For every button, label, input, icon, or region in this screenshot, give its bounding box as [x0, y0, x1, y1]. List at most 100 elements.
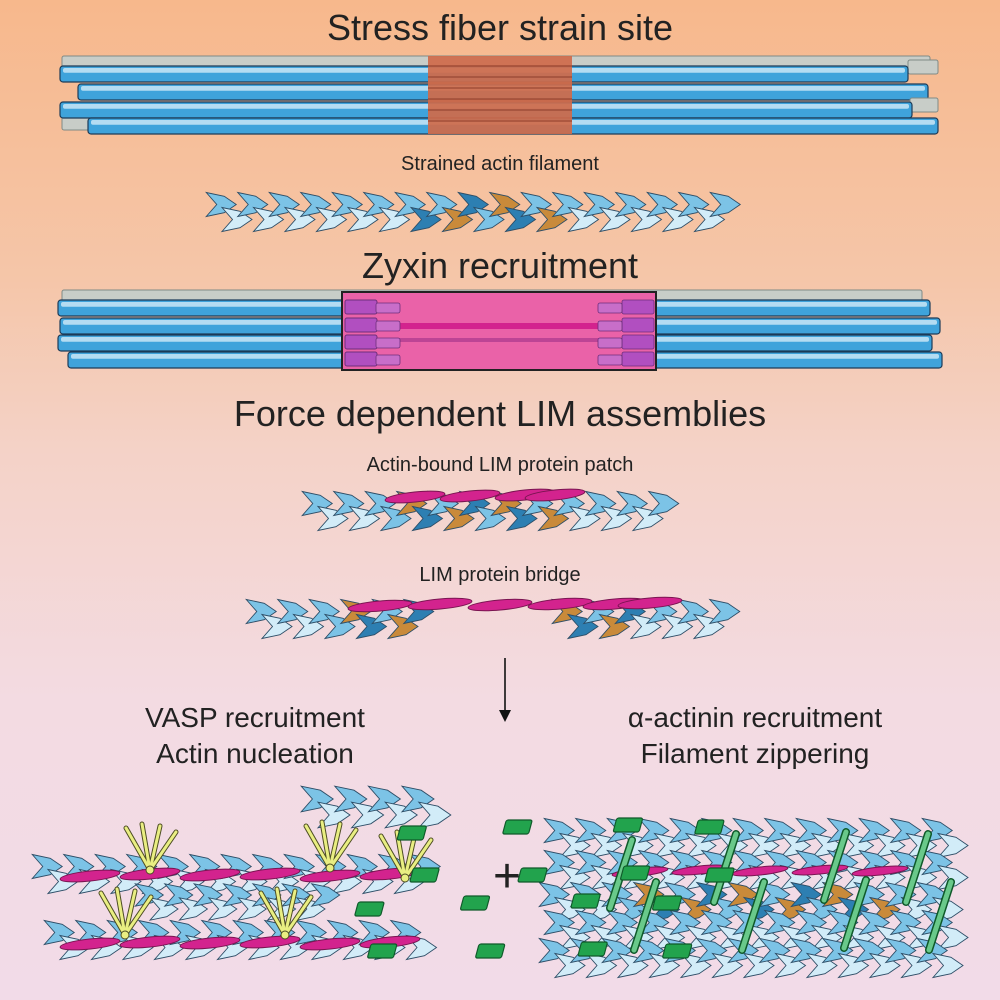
actin-subunit [695, 937, 728, 964]
actin-subunit [383, 801, 418, 829]
actin-subunit [693, 206, 726, 233]
actin-subunit [677, 598, 710, 625]
actin-subunit [936, 864, 969, 891]
actin-subunit [774, 952, 807, 979]
actin-subunit [700, 909, 733, 936]
actin-subunit [31, 853, 64, 880]
actin-filaments [205, 191, 742, 640]
actin-subunit [332, 490, 365, 517]
actin-subunit [931, 952, 964, 979]
actin-subunit [583, 191, 616, 218]
actin-subunit [252, 206, 285, 233]
actin-subunit [346, 206, 379, 233]
zyxin-cluster-right [621, 317, 655, 333]
actin-subunit [442, 505, 475, 532]
fiber-end-cap [907, 59, 939, 75]
actin-subunit [632, 937, 665, 964]
actin-subunit [543, 909, 576, 936]
alpha-actinin-dimer [577, 865, 870, 957]
actin-subunit [858, 909, 891, 936]
actin-subunit [936, 924, 969, 951]
actin-subunit [394, 191, 427, 218]
actin-subunit [574, 909, 607, 936]
lim-protein [347, 599, 413, 613]
actin-subunit [46, 868, 79, 895]
title-strain-site: Stress fiber strain site [326, 7, 674, 48]
actin-subunit [584, 490, 617, 517]
actin-subunit [441, 206, 474, 233]
actin-subunit [316, 505, 349, 532]
actin-subunit [543, 817, 576, 844]
lim-protein [439, 489, 501, 503]
actin-subunit [310, 883, 341, 907]
actin-subunit [411, 505, 444, 532]
actin-subunit [889, 909, 922, 936]
title-lim-assemblies: Force dependent LIM assemblies [233, 393, 767, 434]
vasp-caption-line1: VASP recruitment [145, 702, 365, 733]
actin-subunit [315, 206, 348, 233]
actin-subunit [283, 206, 316, 233]
lim-protein [407, 597, 473, 611]
lim-protein [59, 869, 121, 883]
actin-subunit [222, 883, 253, 907]
actin-subunit [758, 937, 791, 964]
actin-subunit [692, 613, 725, 640]
actin-subunit [323, 613, 356, 640]
actin-subunit [889, 817, 922, 844]
actin-subunit [574, 849, 607, 876]
vasp-tetramer [98, 886, 154, 940]
bottom-assemblies [31, 785, 969, 979]
actin-subunit [538, 937, 571, 964]
actin-subunit [936, 832, 969, 859]
actin-subunit [821, 937, 854, 964]
actin-subunit [488, 191, 521, 218]
new-actin-filament-top [299, 785, 452, 829]
actin-subunit [220, 206, 253, 233]
actin-subunit [367, 785, 402, 813]
actin-subunit [386, 613, 419, 640]
actin-subunit [163, 883, 194, 907]
actin-subunit [805, 952, 838, 979]
actin-subunit [409, 206, 442, 233]
actin-subunit [711, 952, 744, 979]
stress-fiber-bundle-strained [59, 55, 939, 135]
zyxin-cluster-left [344, 299, 378, 315]
zyxin-cluster-left [344, 334, 378, 350]
actin-subunit [916, 881, 949, 908]
vasp-tetramer [258, 886, 314, 940]
actin-subunit [299, 191, 332, 218]
actin-subunit [43, 919, 76, 946]
zipper-filament-1 [543, 817, 969, 859]
lim-protein [179, 936, 241, 950]
actin-subunit [606, 909, 639, 936]
actin-subunit [758, 881, 791, 908]
actin-subunit [790, 881, 823, 908]
actin-subunit [268, 191, 301, 218]
stress-fiber-bundle-zyxin [57, 289, 943, 371]
actin-subunit [630, 206, 663, 233]
actin-subunit [551, 191, 584, 218]
actin-subunit [537, 505, 570, 532]
strained-actin-filament [205, 191, 742, 233]
actinin-caption-line2: Filament zippering [640, 738, 870, 769]
actin-subunit [742, 952, 775, 979]
actin-subunit [362, 191, 395, 218]
vasp-caption-line2: Actin nucleation [156, 738, 354, 769]
actin-subunit [661, 613, 694, 640]
actin-subunit [763, 817, 796, 844]
actin-subunit [331, 191, 364, 218]
actin-subunit [148, 897, 179, 921]
actin-subunit [763, 909, 796, 936]
lim-protein [59, 937, 121, 951]
zyxin-cluster-right [621, 334, 655, 350]
actin-subunit [543, 849, 576, 876]
actin-subunit [192, 883, 223, 907]
actin-subunit [260, 613, 293, 640]
lim-protein [527, 597, 593, 611]
actin-subunit [378, 206, 411, 233]
actin-subunit [837, 952, 870, 979]
lim-protein [617, 596, 683, 610]
actinin-assembly [354, 817, 969, 979]
actin-subunit [637, 817, 670, 844]
